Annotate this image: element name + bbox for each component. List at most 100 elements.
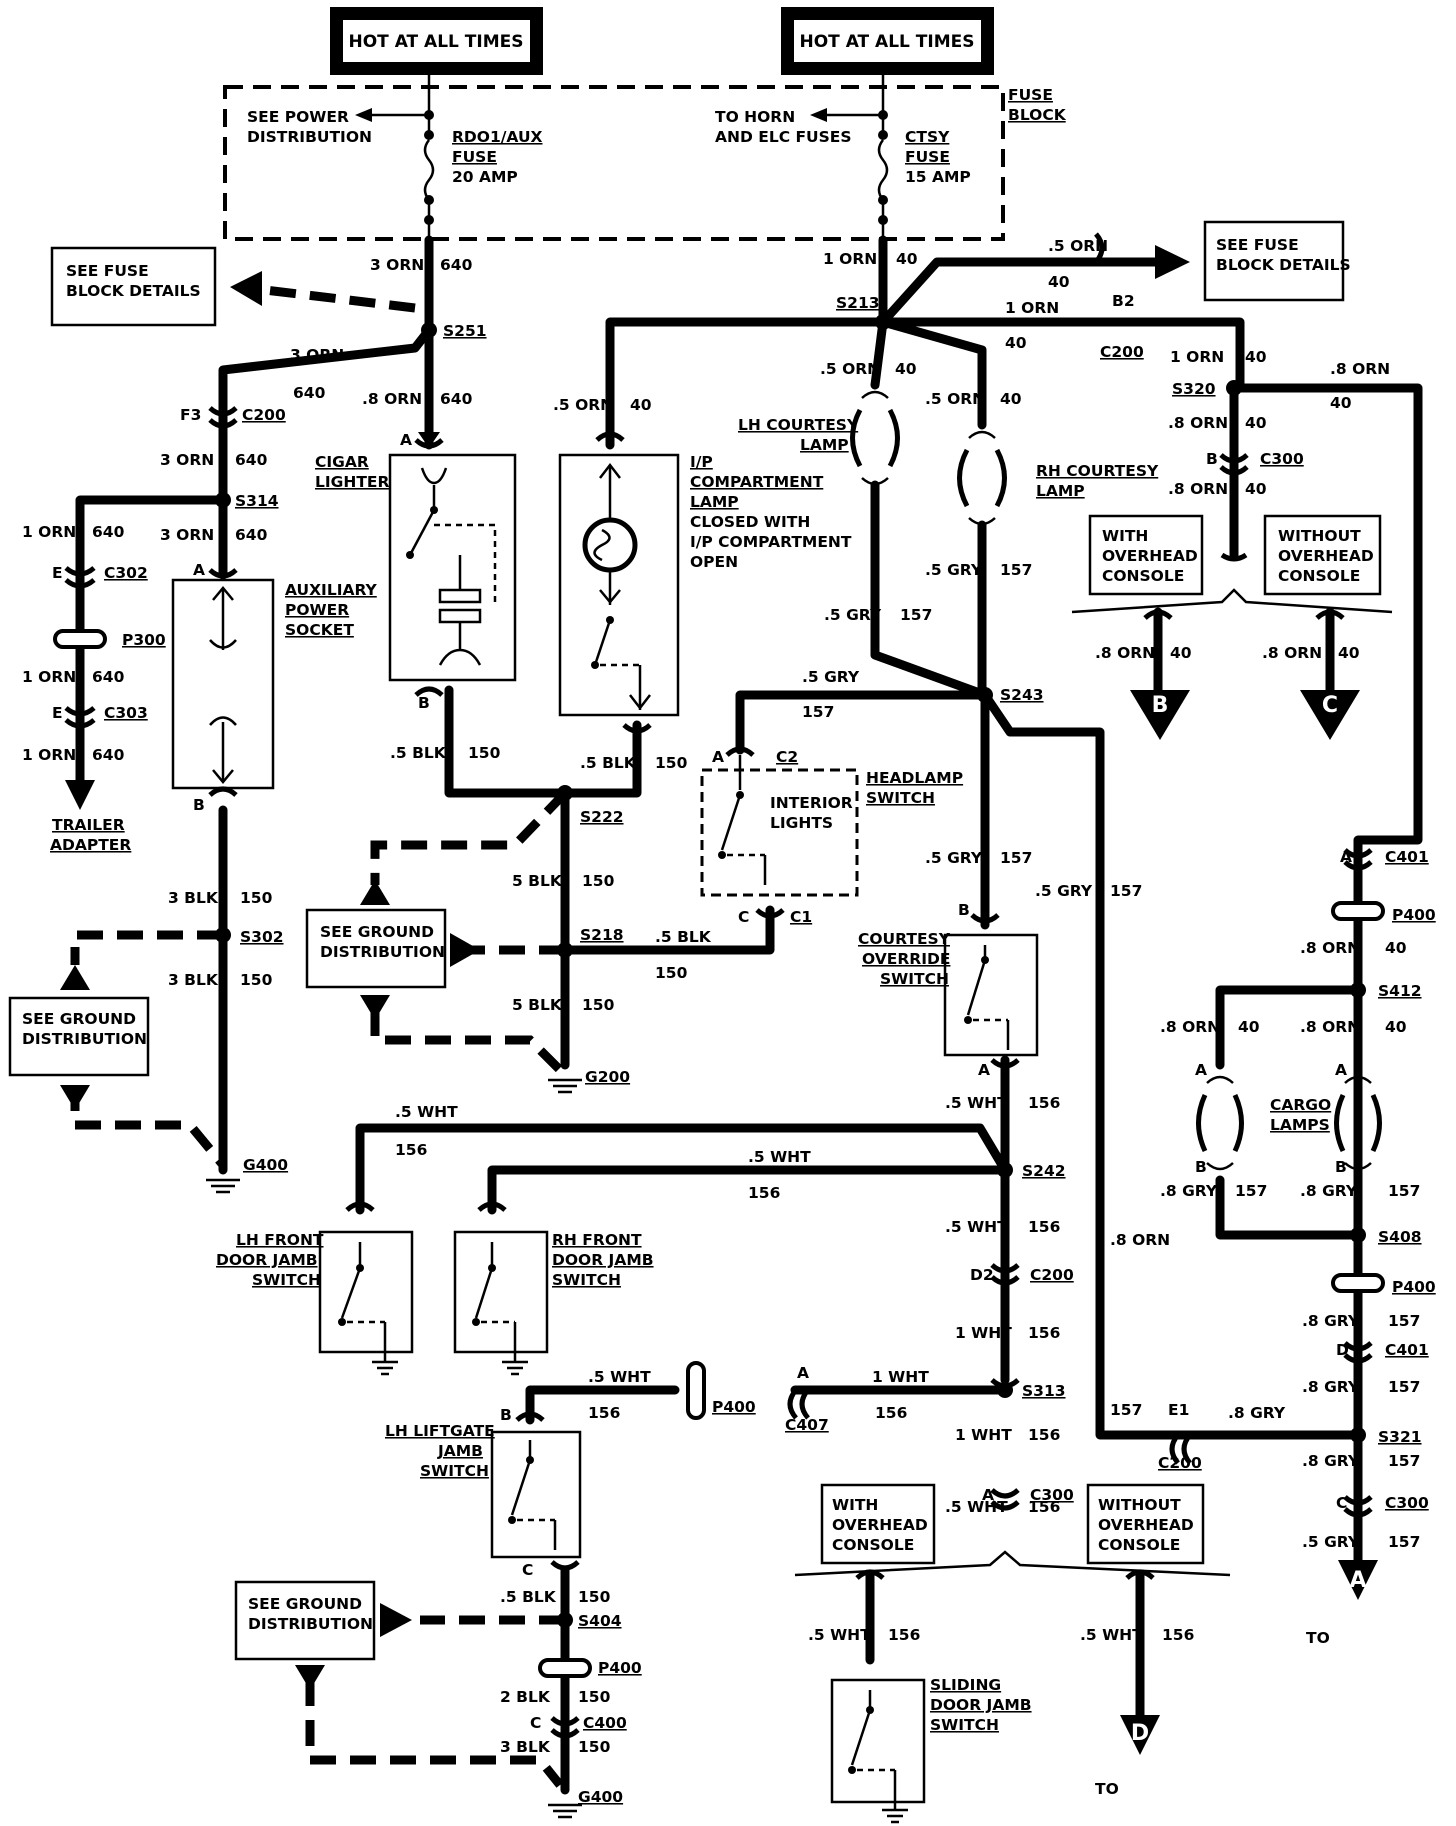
ip-label-5: I/P COMPARTMENT [690, 533, 852, 551]
wire-label: 156 [1028, 1094, 1060, 1112]
wire-label: 157 [1110, 1401, 1142, 1419]
wire-label: 157 [1110, 882, 1142, 900]
offpage-c: C [1300, 690, 1360, 740]
wire-label: 150 [578, 1688, 611, 1706]
wire-label: 640 [92, 746, 125, 764]
wire-label: .8 GRY [1302, 1312, 1360, 1330]
connector-label: C300 [1260, 450, 1304, 468]
gnd-bottom-1: SEE GROUND [248, 1595, 362, 1613]
without-oc-lower-3: CONSOLE [1098, 1536, 1180, 1554]
connector-label: C400 [583, 1714, 627, 1732]
interior-label-1: INTERIOR [770, 794, 853, 812]
ground-symbols [206, 1078, 582, 1819]
wire-label: 157 [802, 703, 834, 721]
rh-door-label-1: RH FRONT [552, 1231, 642, 1249]
connector-label: A [712, 748, 724, 766]
wire-label: 150 [240, 971, 273, 989]
splice-label: S251 [443, 322, 487, 340]
without-oc-upper-2: OVERHEAD [1278, 547, 1374, 565]
fuse2-name: CTSY [905, 128, 950, 146]
wire-label: 157 [1000, 849, 1032, 867]
splice-dots [215, 314, 1366, 1628]
splice-label: S218 [580, 926, 624, 944]
wire-label: 1 ORN [823, 250, 877, 268]
connector-label: P400 [1392, 906, 1436, 924]
connector-label: C302 [104, 564, 148, 582]
lh-door-label-1: LH FRONT [236, 1231, 324, 1249]
ip-label-6: OPEN [690, 553, 738, 571]
liftgate-label-2: JAMB [437, 1442, 483, 1460]
wire-label: .5 WHT [748, 1148, 811, 1166]
connector-label: C401 [1385, 848, 1429, 866]
wire-label: 1 ORN [22, 668, 76, 686]
connector-label: P400 [598, 1659, 642, 1677]
fuse-details-right-box: SEE FUSE BLOCK DETAILS [1203, 220, 1351, 302]
wire-label: 40 [1338, 644, 1360, 662]
lh-courtesy-label-2: LAMP [800, 436, 849, 454]
pin-label: C [522, 1561, 533, 1579]
splice-label: S408 [1378, 1228, 1422, 1246]
lh-courtesy-lamp [850, 390, 900, 486]
ip-label-2: COMPARTMENT [690, 473, 824, 491]
offpage-c-label: C [1322, 693, 1338, 718]
wire-label: 150 [655, 754, 688, 772]
wire-label: .8 ORN [1330, 360, 1390, 378]
without-oc-upper-1: WITHOUT [1278, 527, 1361, 545]
pin-label: A [1195, 1061, 1207, 1079]
pin-label: B [1335, 1158, 1347, 1176]
ip-label-4: CLOSED WITH [690, 513, 810, 531]
wire-label: 150 [582, 872, 615, 890]
splice-label: S313 [1022, 1382, 1066, 1400]
pin-label: A [1335, 1061, 1347, 1079]
override-label-3: SWITCH [880, 970, 949, 988]
connector-label: C [530, 1714, 541, 1732]
liftgate-label-3: SWITCH [420, 1462, 489, 1480]
cigar-lighter [388, 453, 517, 682]
pin-label: A [978, 1061, 990, 1079]
connector-label: F3 [180, 406, 201, 424]
lh-door-label-3: SWITCH [252, 1271, 321, 1289]
entry-arrows [418, 432, 440, 448]
connector-label: B2 [1112, 292, 1135, 310]
connector-label: C2 [776, 748, 798, 766]
ground-label: G200 [585, 1068, 630, 1086]
wire-label: 157 [1000, 561, 1032, 579]
connector-label: C407 [785, 1416, 829, 1434]
wire-label: .8 GRY [1302, 1452, 1360, 1470]
sliding-label-1: SLIDING [930, 1676, 1001, 1694]
fuse-details-right-text-2: BLOCK DETAILS [1216, 256, 1351, 274]
wire-label: 40 [1245, 348, 1267, 366]
wire-label: 3 ORN [370, 256, 424, 274]
wire-label: 156 [875, 1404, 907, 1422]
wire-label: 40 [1000, 390, 1022, 408]
aux-label-2: POWER [285, 601, 349, 619]
offpage-a-to: TO [1306, 1629, 1330, 1647]
wire-label: 5 BLK [512, 872, 563, 890]
offpage-b-label: B [1152, 693, 1169, 718]
rh-courtesy-lamp [957, 430, 1007, 526]
wire-label: .8 ORN [1262, 644, 1322, 662]
without-oc-upper-3: CONSOLE [1278, 567, 1360, 585]
wire-label: .8 ORN [1300, 939, 1360, 957]
wire-label: 640 [440, 256, 473, 274]
wire-label: 1 WHT [955, 1324, 1012, 1342]
ip-label-3: LAMP [690, 493, 739, 511]
fuse1-name: RDO1/AUX [452, 128, 543, 146]
wire-label: 640 [293, 384, 326, 402]
lh-courtesy-label-1: LH COURTESY [738, 416, 859, 434]
with-oc-lower-1: WITH [832, 1496, 878, 1514]
with-oc-upper-1: WITH [1102, 527, 1148, 545]
fuse2-fuse: FUSE [905, 148, 950, 166]
connector-label: C [1336, 1494, 1347, 1512]
trailer-label-1: TRAILER [52, 816, 125, 834]
wire-label: .5 ORN [553, 396, 613, 414]
wire-label: .8 ORN [1300, 1018, 1360, 1036]
wire-label: 157 [1388, 1533, 1420, 1551]
splice-label: S321 [1378, 1428, 1422, 1446]
headlamp-label-2: SWITCH [866, 789, 935, 807]
gnd-bottom-2: DISTRIBUTION [248, 1615, 373, 1633]
hot-box-left: HOT AT ALL TIMES [330, 7, 543, 75]
wire-label: 5 BLK [512, 996, 563, 1014]
wire-label: .5 GRY [1302, 1533, 1360, 1551]
wire-label: 156 [1028, 1498, 1060, 1516]
